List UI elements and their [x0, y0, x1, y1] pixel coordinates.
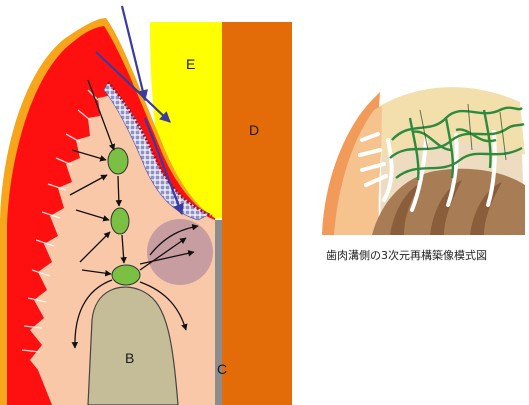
label-E: E [186, 56, 195, 72]
vessel-node [112, 265, 140, 285]
label-C: C [217, 361, 227, 377]
vessel-node [111, 208, 129, 234]
3d-schematic [322, 87, 525, 235]
inflammation-area [147, 219, 213, 285]
dentin-region [222, 22, 292, 405]
label-D: D [249, 122, 259, 138]
label-B: B [125, 350, 134, 366]
vessel-node [108, 148, 128, 174]
schematic-caption: 歯肉溝側の3次元再構築像模式図 [326, 247, 526, 263]
cementum-region [215, 220, 222, 405]
